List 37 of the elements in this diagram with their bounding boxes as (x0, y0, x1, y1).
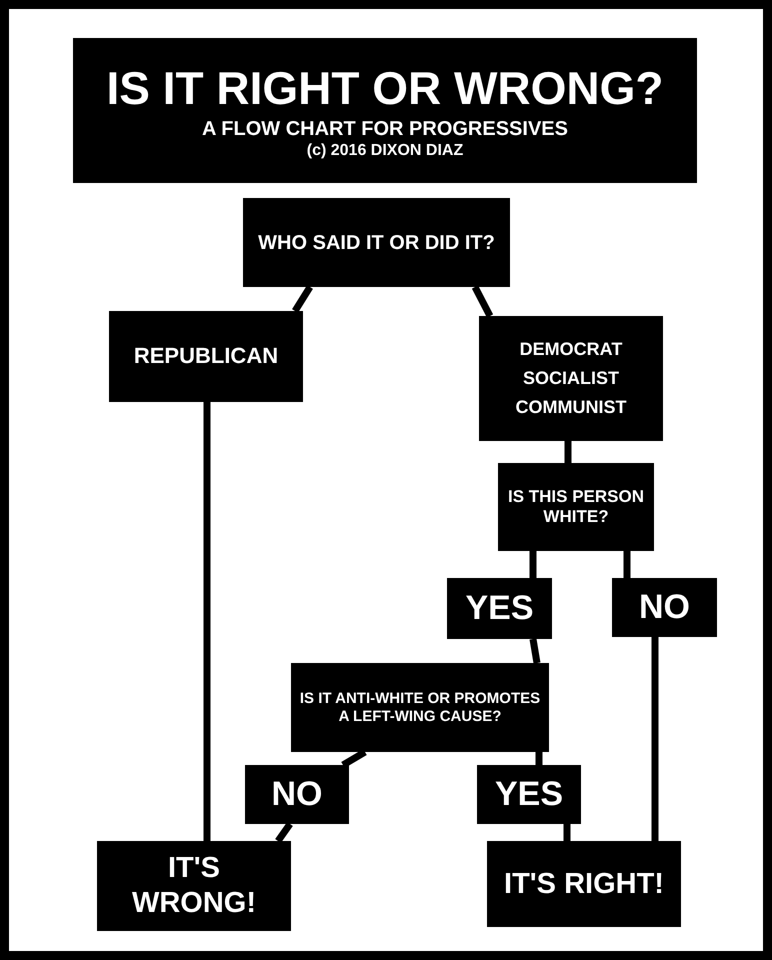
box-text: IT'S RIGHT! (504, 866, 664, 902)
chart-subtitle: A FLOW CHART FOR PROGRESSIVES (202, 116, 568, 140)
chart-title: IS IT RIGHT OR WRONG? (106, 61, 664, 116)
title-banner (73, 38, 697, 183)
flow-box (97, 841, 291, 931)
flow-box (479, 316, 663, 441)
connector-line (564, 824, 570, 841)
box-text: REPUBLICAN (134, 343, 278, 370)
box-text: WHO SAID IT OR DID IT? (258, 230, 495, 254)
flow-box (498, 463, 654, 551)
flow-box (447, 578, 552, 639)
connector-line (275, 822, 293, 844)
connector-line (204, 402, 210, 841)
connector-line (292, 285, 313, 313)
connector-line (652, 637, 658, 841)
connector-line (530, 551, 536, 578)
connector-line (564, 441, 572, 463)
box-text: NO (272, 774, 322, 815)
connector-line (472, 285, 494, 318)
flow-box (243, 198, 510, 287)
connector-line (536, 752, 542, 765)
flow-box (487, 841, 681, 927)
flow-box (612, 578, 717, 637)
box-text: NO (639, 587, 690, 628)
box-text: IS THIS PERSON WHITE? (506, 486, 646, 528)
flow-box (477, 765, 581, 824)
connector-line (624, 551, 630, 578)
box-text: IS IT ANTI-WHITE OR PROMOTES A LEFT-WING CAUSE? (298, 690, 542, 726)
box-text: YES (494, 774, 564, 815)
connector-line (530, 638, 540, 664)
box-text: YES (465, 588, 534, 629)
flow-box (109, 311, 303, 402)
flow-box (245, 765, 349, 824)
box-text: IT'S WRONG! (130, 851, 258, 921)
flow-box (291, 663, 549, 752)
box-text: DEMOCRAT SOCIALIST COMMUNIST (514, 338, 628, 419)
chart-subtitle: (c) 2016 DIXON DIAZ (306, 140, 464, 160)
